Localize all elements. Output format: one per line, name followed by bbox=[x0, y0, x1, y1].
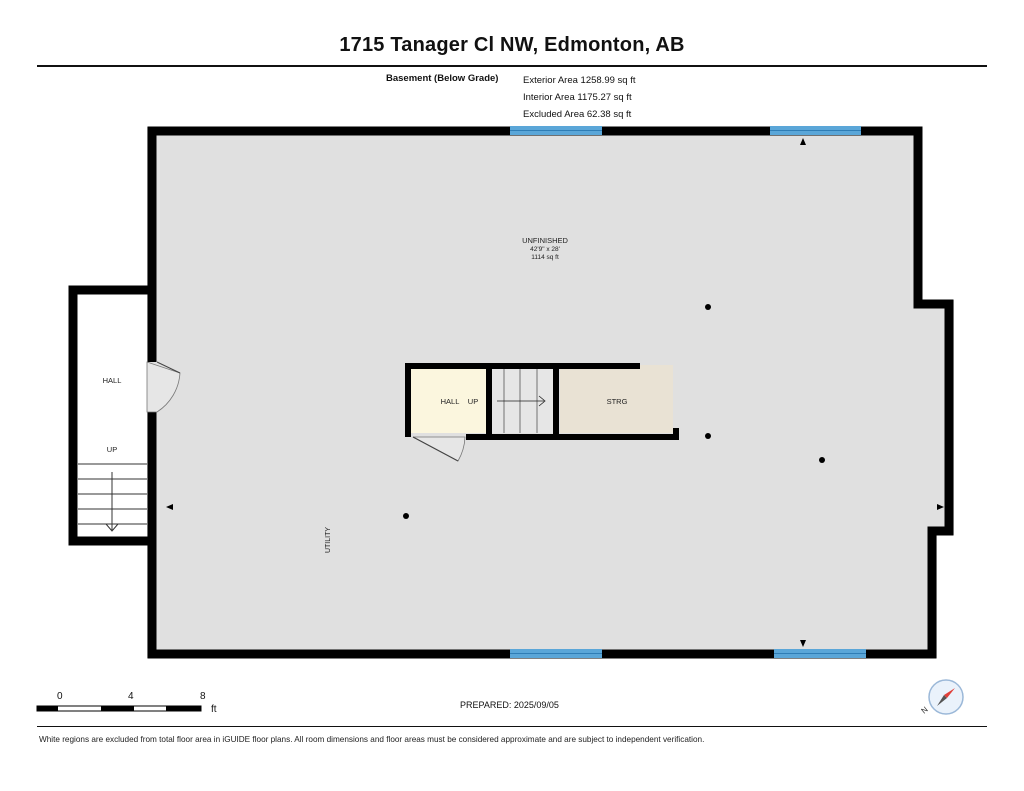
room-label-utility: UTILITY bbox=[325, 527, 332, 553]
room-label-storage: STRG bbox=[607, 397, 628, 406]
disclaimer-text: White regions are excluded from total fl… bbox=[39, 735, 705, 744]
excluded-area: Excluded Area 62.38 sq ft bbox=[523, 109, 632, 120]
marker-arrow-icon bbox=[800, 138, 806, 145]
marker-arrow-icon bbox=[166, 504, 173, 510]
interior-area: Interior Area 1175.27 sq ft bbox=[523, 92, 632, 103]
room-dims-unfinished: 42'9" x 28' bbox=[530, 246, 560, 253]
scale-tick-4: 4 bbox=[128, 691, 134, 702]
main-walls bbox=[147, 126, 954, 659]
central-stair-area bbox=[490, 368, 553, 433]
room-label-up-left: UP bbox=[107, 445, 117, 454]
compass-label: N bbox=[920, 705, 930, 716]
central-door-icon bbox=[412, 436, 466, 462]
level-label: Basement (Below Grade) bbox=[386, 73, 499, 84]
room-label-hall-left: HALL bbox=[103, 376, 122, 385]
left-hall-area bbox=[73, 290, 147, 541]
area-summary: Exterior Area 1258.99 sq ft Interior Are… bbox=[523, 72, 635, 123]
central-stairs bbox=[497, 369, 546, 433]
room-area-unfinished: 1114 sq ft bbox=[531, 254, 559, 261]
exterior-area: Exterior Area 1258.99 sq ft bbox=[523, 75, 636, 86]
storage-area bbox=[560, 365, 673, 433]
scale-unit: ft bbox=[211, 704, 217, 715]
scale-tick-8: 8 bbox=[200, 691, 206, 702]
scale-bar bbox=[36, 705, 202, 712]
prepared-date: PREPARED: 2025/09/05 bbox=[460, 700, 559, 710]
marker-arrow-icon bbox=[937, 504, 944, 510]
left-hall-walls bbox=[68, 285, 150, 546]
footer-divider bbox=[37, 726, 987, 727]
scale-tick-0: 0 bbox=[57, 691, 63, 702]
central-core-walls bbox=[405, 363, 679, 440]
column-marker bbox=[819, 457, 825, 463]
north-compass-icon: N bbox=[919, 675, 967, 724]
column-marker bbox=[705, 433, 711, 439]
header-divider bbox=[37, 65, 987, 67]
column-marker bbox=[403, 513, 409, 519]
room-label-up-center: UP bbox=[468, 397, 478, 406]
left-door-icon bbox=[146, 361, 181, 413]
address-title: 1715 Tanager Cl NW, Edmonton, AB bbox=[339, 34, 685, 56]
room-label-hall-center: HALL bbox=[441, 397, 460, 406]
left-stairs bbox=[78, 463, 147, 532]
central-hall-area bbox=[410, 368, 490, 433]
room-label-unfinished: UNFINISHED bbox=[522, 236, 568, 245]
marker-arrow-icon bbox=[800, 640, 806, 647]
column-marker bbox=[705, 304, 711, 310]
